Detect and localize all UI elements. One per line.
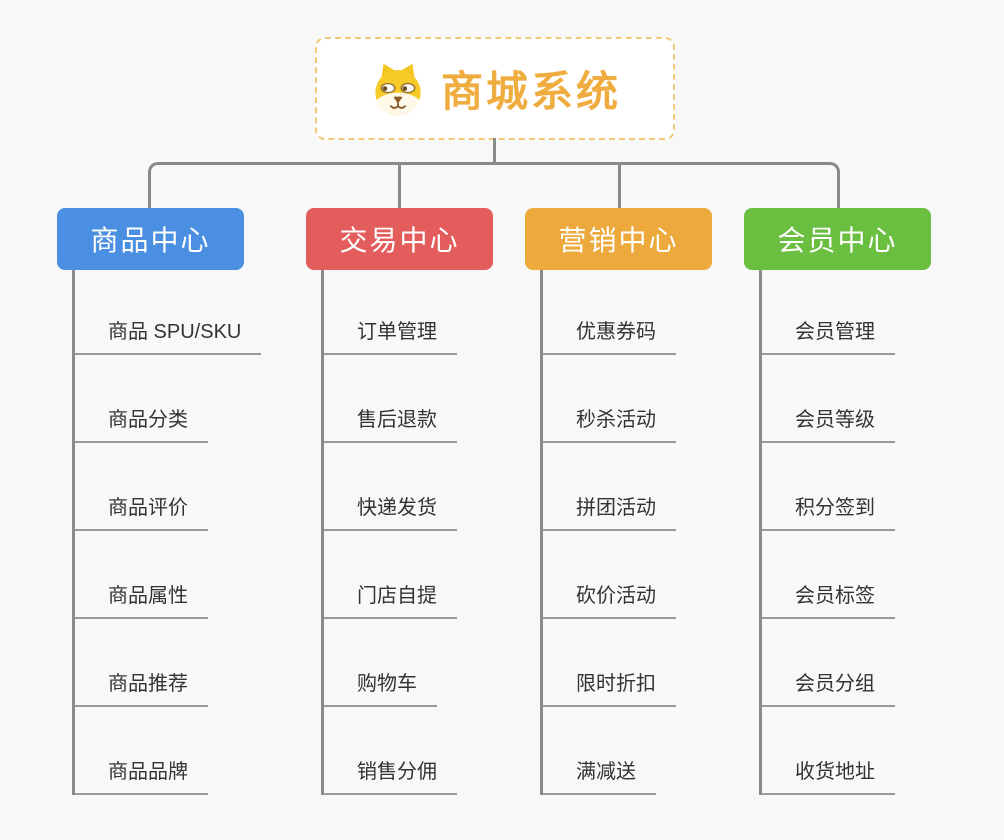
child-label: 会员分组 [795,673,875,695]
connector-drop-3 [618,162,621,210]
child-node[interactable]: 优惠券码 [543,270,676,355]
child-node[interactable]: 商品品牌 [75,707,208,795]
child-label: 快递发货 [357,497,437,519]
child-node[interactable]: 积分签到 [762,443,895,531]
child-label: 砍价活动 [576,585,656,607]
root-node[interactable]: 商城系统 [315,37,675,140]
connector-root-stem [493,138,496,165]
branch-children-3: 优惠券码秒杀活动拼团活动砍价活动限时折扣满减送 [540,270,676,795]
child-label: 收货地址 [795,761,875,783]
child-node[interactable]: 商品分类 [75,355,208,443]
root-title: 商城系统 [440,68,621,115]
connector-drop-2 [398,162,401,210]
child-label: 会员等级 [795,409,875,431]
child-label: 销售分佣 [357,761,437,783]
child-node[interactable]: 门店自提 [324,531,457,619]
child-node[interactable]: 会员标签 [762,531,895,619]
child-label: 商品推荐 [108,673,188,695]
child-node[interactable]: 售后退款 [324,355,457,443]
child-label: 商品品牌 [108,761,188,783]
child-node[interactable]: 限时折扣 [543,619,676,707]
connector-bus [148,162,840,210]
child-label: 秒杀活动 [576,409,656,431]
child-label: 会员标签 [795,585,875,607]
child-label: 拼团活动 [576,497,656,519]
child-label: 限时折扣 [576,673,656,695]
child-node[interactable]: 会员等级 [762,355,895,443]
child-label: 购物车 [357,673,417,695]
child-label: 订单管理 [357,321,437,343]
child-label: 售后退款 [357,409,437,431]
child-label: 商品分类 [108,409,188,431]
child-label: 商品评价 [108,497,188,519]
child-label: 积分签到 [795,497,875,519]
child-node[interactable]: 会员管理 [762,270,895,355]
child-node[interactable]: 购物车 [324,619,437,707]
child-node[interactable]: 会员分组 [762,619,895,707]
branch-children-4: 会员管理会员等级积分签到会员标签会员分组收货地址 [759,270,895,795]
child-node[interactable]: 商品评价 [75,443,208,531]
dog-face-icon [375,63,421,115]
branch-children-1: 商品 SPU/SKU 商品分类商品评价商品属性商品推荐商品品牌 [72,270,262,795]
branch-node-2[interactable]: 交易中心 [306,208,493,270]
branch-children-2: 订单管理售后退款快递发货门店自提购物车销售分佣 [321,270,457,795]
child-label: 商品属性 [108,585,188,607]
child-node[interactable]: 满减送 [543,707,656,795]
child-node[interactable]: 商品 SPU/SKU [75,270,262,355]
child-node[interactable]: 拼团活动 [543,443,676,531]
child-node[interactable]: 商品属性 [75,531,208,619]
child-label: 会员管理 [795,321,875,343]
child-node[interactable]: 收货地址 [762,707,895,795]
child-node[interactable]: 快递发货 [324,443,457,531]
branch-node-3[interactable]: 营销中心 [525,208,712,270]
child-label: 满减送 [576,761,636,783]
child-node[interactable]: 砍价活动 [543,531,676,619]
branch-node-4[interactable]: 会员中心 [744,208,931,270]
child-node[interactable]: 商品推荐 [75,619,208,707]
child-node[interactable]: 秒杀活动 [543,355,676,443]
branch-node-1[interactable]: 商品中心 [57,208,244,270]
child-node[interactable]: 订单管理 [324,270,457,355]
child-label: 商品 SPU/SKU [108,321,242,343]
child-label: 门店自提 [357,585,437,607]
child-node[interactable]: 销售分佣 [324,707,457,795]
child-label: 优惠券码 [576,321,656,343]
